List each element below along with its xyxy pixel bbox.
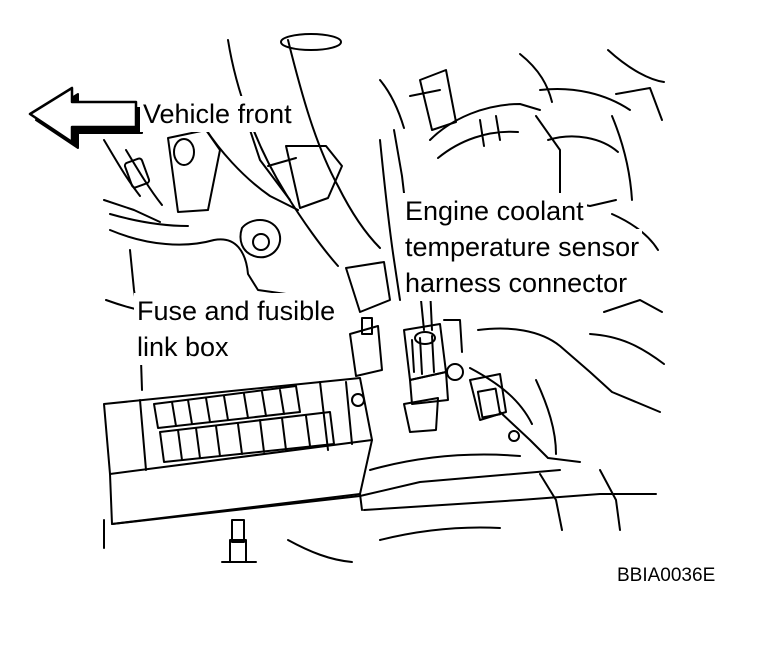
sensor-label-line-2: temperature sensor (402, 229, 643, 265)
coolant-sensor-connector (403, 287, 449, 433)
fuse-box-label-line-2: link box (134, 329, 232, 365)
sensor-label-line-3: harness connector (402, 265, 631, 301)
vehicle-front-label: Vehicle front (140, 96, 295, 132)
sensor-label-line-1: Engine coolant (402, 193, 587, 229)
front-arrow-icon (28, 86, 143, 149)
fuse-box-label-line-1: Fuse and fusible (134, 293, 339, 329)
fuse-box (103, 377, 373, 525)
figure-code: BBIA0036E (617, 565, 716, 586)
